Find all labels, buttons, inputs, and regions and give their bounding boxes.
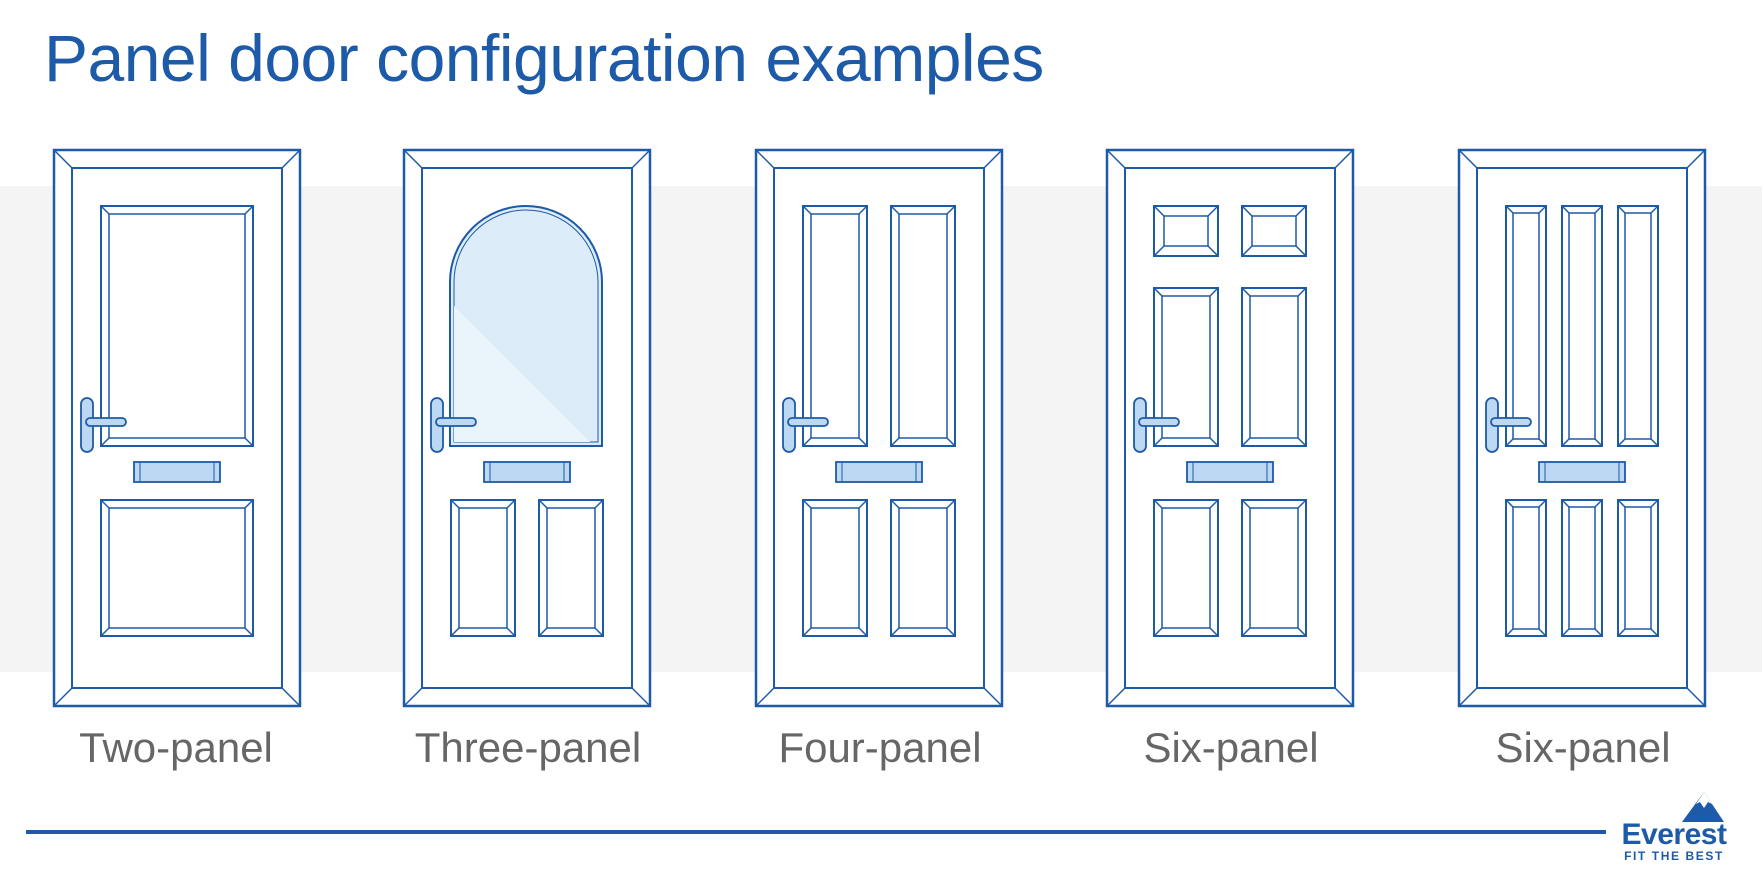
- handle-lever: [1490, 417, 1532, 427]
- lower-panel-3: [1617, 499, 1659, 637]
- lower-left-panel: [802, 499, 868, 637]
- handle-lever: [435, 417, 477, 427]
- letterbox: [1538, 461, 1626, 483]
- logo-brand: Everest: [1621, 818, 1727, 851]
- letterbox: [1186, 461, 1274, 483]
- letterbox: [133, 461, 221, 483]
- logo-tagline: FIT THE BEST: [1624, 849, 1724, 863]
- lower-panel: [100, 499, 254, 637]
- lower-left-panel: [450, 499, 516, 637]
- lower-panel-2: [1561, 499, 1603, 637]
- upper-panel: [100, 205, 254, 447]
- door-label-four-panel: Four-panel: [778, 724, 982, 771]
- door-label-six-panel-b: Six-panel: [1495, 724, 1671, 771]
- page-title: Panel door configuration examples: [44, 21, 1044, 95]
- door-5: [1457, 148, 1707, 708]
- lower-right-panel: [538, 499, 604, 637]
- upper-panel-1: [1505, 205, 1547, 447]
- lower-left-panel: [1153, 499, 1219, 637]
- letterbox: [835, 461, 923, 483]
- door-label-three-panel: Three-panel: [414, 724, 642, 771]
- lower-right-panel: [890, 499, 956, 637]
- upper-panel-2: [1561, 205, 1603, 447]
- lower-panel-1: [1505, 499, 1547, 637]
- mountain-icon: [1682, 792, 1724, 822]
- door-2: [402, 148, 652, 708]
- lower-right-panel: [1241, 499, 1307, 637]
- handle-lever: [787, 417, 829, 427]
- door-label-six-panel-a: Six-panel: [1143, 724, 1319, 771]
- handle-lever: [1138, 417, 1180, 427]
- door-3: [754, 148, 1004, 708]
- door-1: [52, 148, 302, 708]
- handle-lever: [85, 417, 127, 427]
- door-label-two-panel: Two-panel: [79, 724, 273, 771]
- upper-right-panel: [890, 205, 956, 447]
- everest-logo: Everest FIT THE BEST: [1612, 790, 1736, 864]
- middle-right-panel: [1241, 287, 1307, 447]
- footer-rule: [26, 830, 1606, 834]
- upper-left-panel: [802, 205, 868, 447]
- upper-panel-3: [1617, 205, 1659, 447]
- letterbox: [483, 461, 571, 483]
- door-4: [1105, 148, 1355, 708]
